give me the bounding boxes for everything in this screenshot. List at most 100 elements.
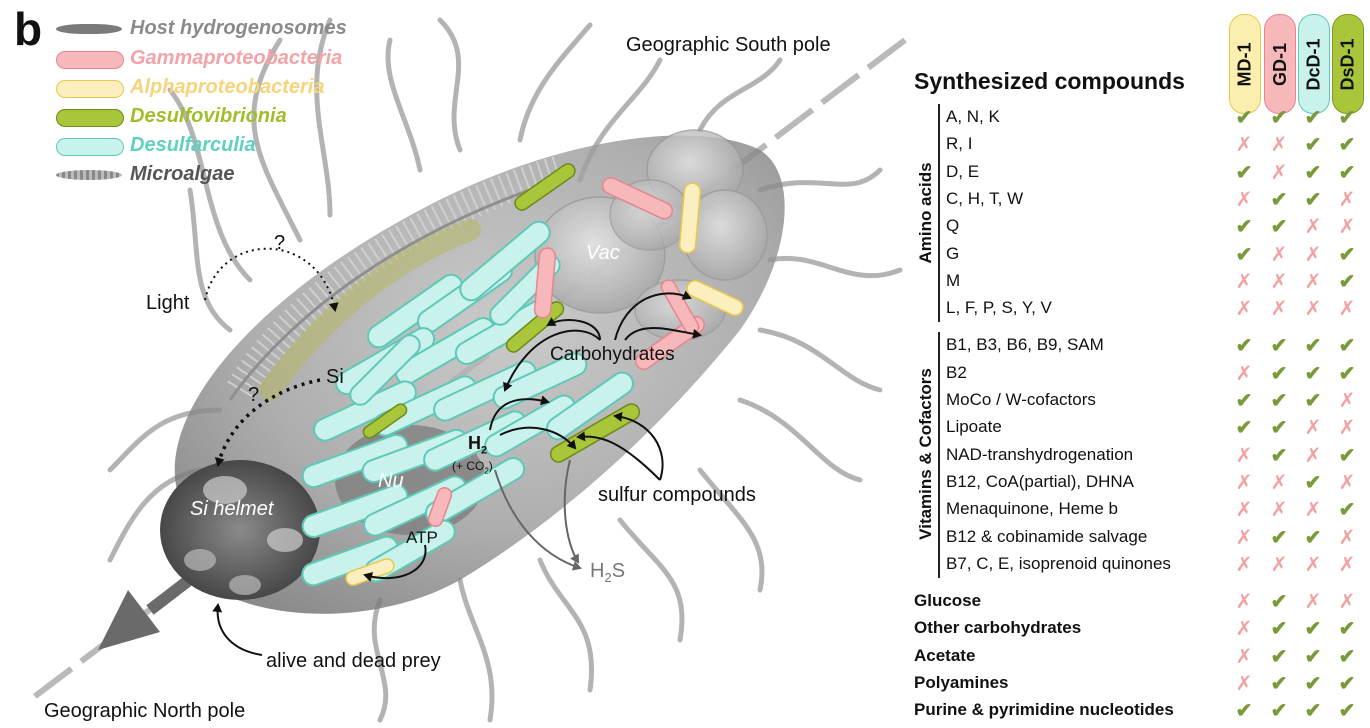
cross-icon: ✗ xyxy=(1233,619,1255,639)
group-divider xyxy=(938,332,940,578)
cross-icon: ✗ xyxy=(1233,299,1255,319)
co2-text: (+ CO xyxy=(452,459,484,473)
cross-icon: ✗ xyxy=(1336,555,1358,575)
compound-row-label: Lipoate xyxy=(946,417,1002,437)
alphaproteobacteria-icon xyxy=(56,80,124,98)
check-icon: ✔ xyxy=(1233,163,1255,183)
check-icon: ✔ xyxy=(1268,190,1290,210)
cross-icon: ✗ xyxy=(1302,592,1324,612)
desulfarculia-icon xyxy=(56,138,124,156)
organism-header-gd1: GD-1 xyxy=(1264,14,1296,114)
cross-icon: ✗ xyxy=(1336,473,1358,493)
h2s-end: S xyxy=(612,560,625,582)
check-icon: ✔ xyxy=(1233,418,1255,438)
check-icon: ✔ xyxy=(1336,647,1358,667)
h2-label: H2 xyxy=(468,433,487,457)
panel-label: b xyxy=(14,2,42,56)
cross-icon: ✗ xyxy=(1336,217,1358,237)
cross-icon: ✗ xyxy=(1233,473,1255,493)
check-icon: ✔ xyxy=(1268,336,1290,356)
compound-row-label: L, F, P, S, Y, V xyxy=(946,298,1052,318)
cross-icon: ✗ xyxy=(1233,500,1255,520)
cross-icon: ✗ xyxy=(1336,592,1358,612)
check-icon: ✔ xyxy=(1233,245,1255,265)
cross-icon: ✗ xyxy=(1233,592,1255,612)
cross-icon: ✗ xyxy=(1268,555,1290,575)
compound-row-label: R, I xyxy=(946,134,972,154)
group-divider xyxy=(938,104,940,322)
check-icon: ✔ xyxy=(1233,217,1255,237)
compound-row-label: B1, B3, B6, B9, SAM xyxy=(946,335,1104,355)
co2-close: ) xyxy=(489,459,493,473)
cross-icon: ✗ xyxy=(1233,364,1255,384)
check-icon: ✔ xyxy=(1336,500,1358,520)
check-icon: ✔ xyxy=(1268,528,1290,548)
microalgae-icon xyxy=(56,170,122,180)
atp-label: ATP xyxy=(406,528,438,548)
check-icon: ✔ xyxy=(1302,647,1324,667)
check-icon: ✔ xyxy=(1268,108,1290,128)
sulfur-label: sulfur compounds xyxy=(598,484,756,507)
compound-row-label: D, E xyxy=(946,162,979,182)
cross-icon: ✗ xyxy=(1233,272,1255,292)
nucleus-label: Nu xyxy=(378,470,404,493)
check-icon: ✔ xyxy=(1233,336,1255,356)
check-icon: ✔ xyxy=(1336,619,1358,639)
legend-label: Host hydrogenosomes xyxy=(130,17,347,40)
north-arrow-icon xyxy=(98,590,160,650)
si-label: Si xyxy=(326,366,344,389)
cross-icon: ✗ xyxy=(1302,446,1324,466)
compound-row-label: Acetate xyxy=(914,646,975,666)
carbohydrates-label: Carbohydrates xyxy=(550,344,675,366)
desulfovibrionia-icon xyxy=(56,109,124,127)
compound-row-label: Other carbohydrates xyxy=(914,618,1081,638)
organism-header-dcd1: DcD-1 xyxy=(1298,14,1330,114)
cross-icon: ✗ xyxy=(1336,299,1358,319)
check-icon: ✔ xyxy=(1336,272,1358,292)
organism-name: GD-1 xyxy=(1270,42,1291,85)
organism-header-md1: MD-1 xyxy=(1229,14,1261,114)
cross-icon: ✗ xyxy=(1336,528,1358,548)
compound-row-label: B2 xyxy=(946,363,967,383)
question-mark: ? xyxy=(274,232,285,255)
check-icon: ✔ xyxy=(1268,619,1290,639)
cross-icon: ✗ xyxy=(1336,391,1358,411)
table-title: Synthesized compounds xyxy=(914,68,1185,95)
check-icon: ✔ xyxy=(1336,336,1358,356)
check-icon: ✔ xyxy=(1302,364,1324,384)
cross-icon: ✗ xyxy=(1233,446,1255,466)
compound-row-label: Polyamines xyxy=(914,673,1009,693)
check-icon: ✔ xyxy=(1336,245,1358,265)
legend-label: Gammaproteobacteria xyxy=(130,47,342,70)
compound-row-label: B7, C, E, isoprenoid quinones xyxy=(946,554,1171,574)
legend-label: Desulfovibrionia xyxy=(130,105,287,128)
check-icon: ✔ xyxy=(1336,701,1358,721)
south-pole-label: Geographic South pole xyxy=(626,34,831,57)
compound-row-label: Q xyxy=(946,216,959,236)
check-icon: ✔ xyxy=(1233,108,1255,128)
compound-row-label: MoCo / W-cofactors xyxy=(946,390,1096,410)
check-icon: ✔ xyxy=(1302,108,1324,128)
vac-label: Vac xyxy=(586,242,620,265)
cross-icon: ✗ xyxy=(1233,674,1255,694)
compound-row-label: Glucose xyxy=(914,591,981,611)
group-label-vitamins: Vitamins & Cofactors xyxy=(916,354,936,554)
cross-icon: ✗ xyxy=(1233,190,1255,210)
legend-label: Microalgae xyxy=(130,163,234,186)
check-icon: ✔ xyxy=(1268,391,1290,411)
cross-icon: ✗ xyxy=(1336,418,1358,438)
cross-icon: ✗ xyxy=(1302,245,1324,265)
cross-icon: ✗ xyxy=(1268,473,1290,493)
cross-icon: ✗ xyxy=(1302,272,1324,292)
prey-label: alive and dead prey xyxy=(266,650,441,673)
check-icon: ✔ xyxy=(1336,674,1358,694)
cross-icon: ✗ xyxy=(1233,647,1255,667)
check-icon: ✔ xyxy=(1268,446,1290,466)
check-icon: ✔ xyxy=(1302,135,1324,155)
h2s-label: H2S xyxy=(590,560,625,585)
check-icon: ✔ xyxy=(1302,163,1324,183)
north-pole-label: Geographic North pole xyxy=(44,700,245,723)
check-icon: ✔ xyxy=(1302,190,1324,210)
cross-icon: ✗ xyxy=(1268,135,1290,155)
check-icon: ✔ xyxy=(1268,674,1290,694)
